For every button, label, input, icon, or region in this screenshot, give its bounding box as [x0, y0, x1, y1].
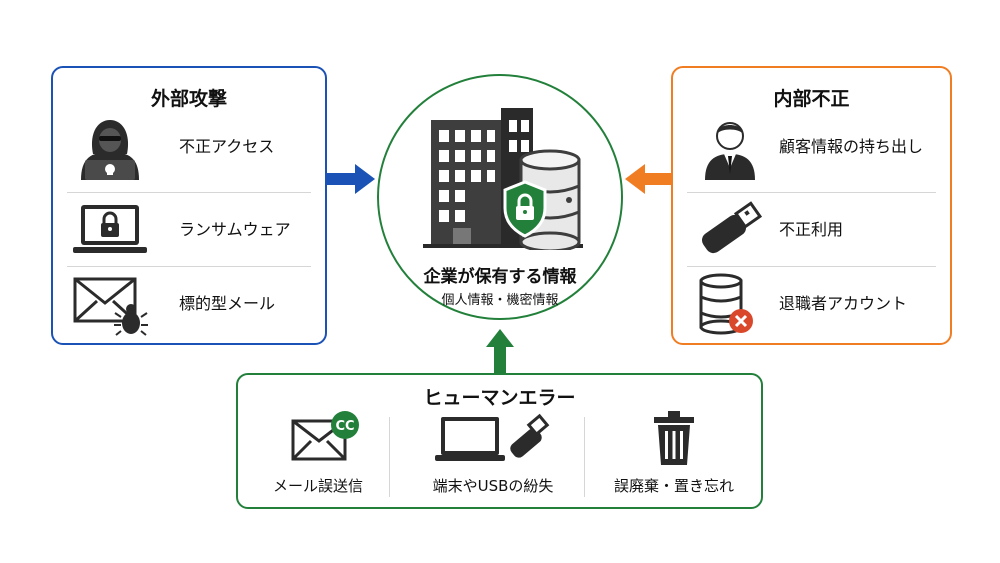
human-error-title: ヒューマンエラー: [423, 387, 576, 409]
internal-fraud-panel: 内部不正 顧客情報の持ち出し 不正利用 退職者アカウント: [671, 66, 952, 345]
locked-laptop-icon: [73, 205, 147, 253]
human-error-panel: ヒューマンエラー CC メール誤送信 端末やUSBの紛失: [236, 373, 763, 509]
item-label: 不正アクセス: [179, 137, 275, 156]
list-item: ランサムウェア: [67, 193, 311, 266]
arrow-up-icon: [486, 329, 514, 373]
email-cc-icon: CC: [291, 411, 359, 461]
company-info-circle: 企業が保有する情報 個人情報・機密情報: [377, 74, 623, 320]
list-item: 顧客情報の持ち出し: [687, 110, 936, 183]
list-item: 不正利用: [687, 193, 936, 266]
list-item: 端末やUSBの紛失: [398, 411, 588, 507]
item-label: 顧客情報の持ち出し: [779, 137, 924, 156]
cc-badge: CC: [335, 419, 354, 434]
laptop-usb-icon: [435, 413, 550, 461]
database-error-icon: [699, 273, 753, 335]
center-title: 企業が保有する情報: [423, 267, 577, 287]
item-label: 退職者アカウント: [779, 294, 908, 313]
list-item: CC メール誤送信: [248, 411, 388, 507]
list-item: 誤廃棄・置き忘れ: [590, 411, 758, 507]
internal-fraud-title: 内部不正: [773, 88, 850, 110]
divider: [67, 266, 311, 267]
divider: [687, 266, 936, 267]
divider: [67, 192, 311, 193]
item-label: 不正利用: [779, 220, 844, 239]
divider: [687, 192, 936, 193]
list-item: 不正アクセス: [67, 110, 311, 183]
item-label: メール誤送信: [272, 477, 363, 495]
item-label: 標的型メール: [179, 294, 276, 313]
item-label: ランサムウェア: [179, 220, 291, 239]
malicious-email-icon: [73, 277, 148, 336]
trash-icon: [654, 411, 694, 465]
external-attack-panel: 外部攻撃 不正アクセス ランサムウェア: [51, 66, 327, 345]
arrow-right-icon: [327, 164, 375, 194]
center-subtitle: 個人情報・機密情報: [441, 293, 559, 308]
list-item: 退職者アカウント: [687, 267, 936, 340]
employee-icon: [705, 122, 755, 180]
building-database-icon: [423, 108, 583, 250]
item-label: 誤廃棄・置き忘れ: [613, 477, 734, 495]
divider: [584, 417, 585, 497]
item-label: 端末やUSBの紛失: [432, 477, 554, 495]
arrow-left-icon: [625, 164, 673, 194]
external-attack-title: 外部攻撃: [150, 88, 227, 110]
list-item: 標的型メール: [67, 267, 311, 340]
divider: [389, 417, 390, 497]
usb-drive-icon: [701, 201, 763, 254]
hacker-icon: [81, 120, 139, 180]
